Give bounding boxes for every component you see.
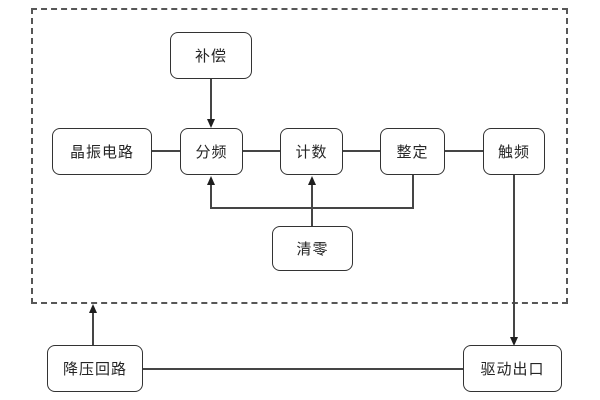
node-stepdown-circuit-label: 降压回路 [62,361,127,378]
control-unit-dashed-frame [31,8,568,304]
node-drive-output: 驱动出口 [463,345,562,392]
node-counter: 计数 [280,128,343,175]
node-stepdown-circuit: 降压回路 [47,345,143,392]
connector-counter-setting [343,150,380,152]
connector-reset-into-counter [311,184,313,226]
connector-stepdown-frame [92,313,94,345]
node-frequency-divider-label: 分频 [195,144,228,161]
arrowhead-into-counter-bottom [308,176,316,185]
connector-compensation-divider [210,79,212,120]
arrowhead-into-divider-top [207,119,215,128]
connector-setting-trigger [445,150,483,152]
connector-feedback-into-divider [210,184,212,208]
node-setting-label: 整定 [396,144,429,161]
arrowhead-into-frame-bottom [89,304,97,313]
arrowhead-into-driveout-top [510,337,518,346]
node-crystal-circuit-label: 晶振电路 [69,144,134,161]
node-trigger-label: 触频 [497,144,530,161]
node-setting: 整定 [380,128,445,175]
node-frequency-divider: 分频 [180,128,243,175]
connector-trigger-driveout [513,175,515,337]
connector-setting-feedback-drop [412,175,414,208]
connector-crystal-divider [152,150,180,152]
node-reset-label: 清零 [296,241,329,258]
node-drive-output-label: 驱动出口 [480,361,545,378]
node-counter-label: 计数 [295,144,328,161]
node-compensation-label: 补偿 [194,48,227,65]
connector-stepdown-driveout [143,368,463,370]
node-trigger: 触频 [483,128,545,175]
node-crystal-circuit: 晶振电路 [52,128,152,175]
node-compensation: 补偿 [170,32,252,79]
arrowhead-into-divider-bottom [207,176,215,185]
connector-divider-counter [243,150,280,152]
node-reset: 清零 [272,226,353,271]
